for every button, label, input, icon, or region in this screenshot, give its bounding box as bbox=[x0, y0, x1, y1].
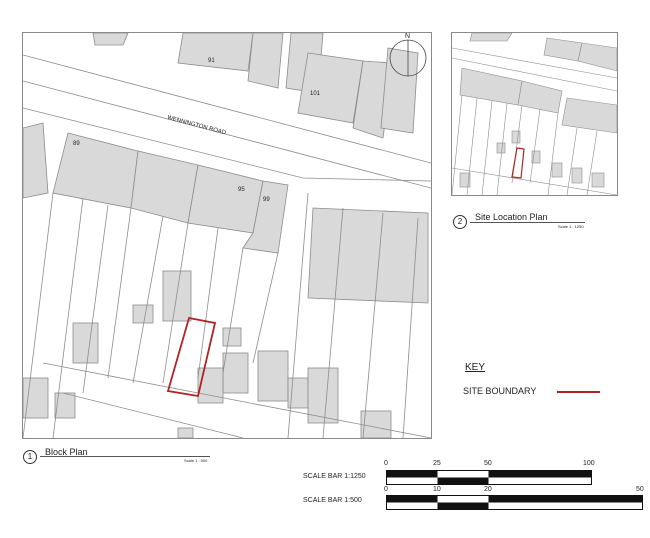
outbuilding bbox=[54, 392, 76, 419]
outbuilding bbox=[162, 270, 192, 322]
house-number-101: 101 bbox=[310, 91, 321, 97]
scale-bar-1250-tick-25: 25 bbox=[433, 460, 441, 467]
location-plan-title: Site Location Plan bbox=[475, 212, 548, 222]
key-title: KEY bbox=[465, 362, 486, 373]
block-plan-number: 1 bbox=[23, 450, 37, 464]
house-number-99: 99 bbox=[263, 197, 270, 203]
outbuilding bbox=[132, 304, 154, 324]
block-plan-map bbox=[23, 33, 431, 438]
house-number-89: 89 bbox=[73, 141, 80, 147]
road-edge bbox=[23, 80, 431, 189]
key-item-site-boundary-label: SITE BOUNDARY bbox=[463, 386, 537, 396]
house-number-95: 95 bbox=[238, 187, 245, 193]
scale-bar-1250-tick-0: 0 bbox=[384, 460, 388, 467]
building bbox=[242, 180, 289, 254]
scale-bar-1250-tick-50: 50 bbox=[484, 460, 492, 467]
outbuilding bbox=[72, 322, 99, 364]
scale-bar-1250-label: SCALE BAR 1:1250 bbox=[303, 473, 366, 480]
location-plan-scale: Scale 1 : 1250 bbox=[558, 224, 584, 229]
block-plan-title: Block Plan bbox=[45, 447, 88, 457]
building bbox=[92, 33, 129, 46]
scale-bar-500-tick-50: 50 bbox=[636, 486, 644, 493]
block-plan-frame: N WENNINGTON ROAD 91 101 89 95 99 bbox=[22, 32, 432, 439]
scale-bar-500-tick-10: 10 bbox=[433, 486, 441, 493]
scale-bar-500-tick-20: 20 bbox=[484, 486, 492, 493]
building bbox=[297, 52, 364, 124]
road-edge bbox=[23, 107, 431, 182]
location-plan-frame bbox=[451, 32, 618, 196]
outbuilding bbox=[307, 367, 339, 424]
building bbox=[187, 164, 264, 234]
building bbox=[130, 150, 199, 224]
outbuilding bbox=[197, 367, 224, 404]
location-plan-title-underline bbox=[470, 222, 585, 223]
block-plan-scale: Scale 1 : 500 bbox=[184, 458, 208, 463]
building bbox=[52, 132, 139, 209]
building bbox=[247, 33, 284, 89]
key-item-site-boundary-swatch bbox=[557, 391, 600, 393]
outbuilding bbox=[360, 410, 392, 438]
scale-bar-1250-tick-100: 100 bbox=[583, 460, 595, 467]
building bbox=[380, 47, 419, 134]
outbuilding bbox=[222, 352, 249, 394]
site-boundary-outline-small bbox=[511, 147, 525, 179]
scale-bar-500 bbox=[386, 495, 643, 510]
block-plan-title-underline bbox=[40, 456, 210, 457]
location-plan-number: 2 bbox=[453, 215, 467, 229]
location-plan-map bbox=[452, 33, 617, 195]
building bbox=[307, 207, 429, 304]
scale-bar-500-label: SCALE BAR 1:500 bbox=[303, 497, 362, 504]
scale-bar-1250 bbox=[386, 470, 592, 485]
scale-bar-500-tick-0: 0 bbox=[384, 486, 388, 493]
road-edge bbox=[23, 54, 431, 164]
house-number-91: 91 bbox=[208, 58, 215, 64]
outbuilding bbox=[23, 377, 49, 419]
outbuilding bbox=[222, 327, 242, 347]
outbuilding bbox=[257, 350, 289, 402]
north-label: N bbox=[405, 33, 411, 40]
building bbox=[23, 122, 49, 199]
outbuilding bbox=[177, 427, 194, 438]
site-boundary-outline bbox=[166, 316, 217, 398]
building bbox=[177, 33, 254, 72]
